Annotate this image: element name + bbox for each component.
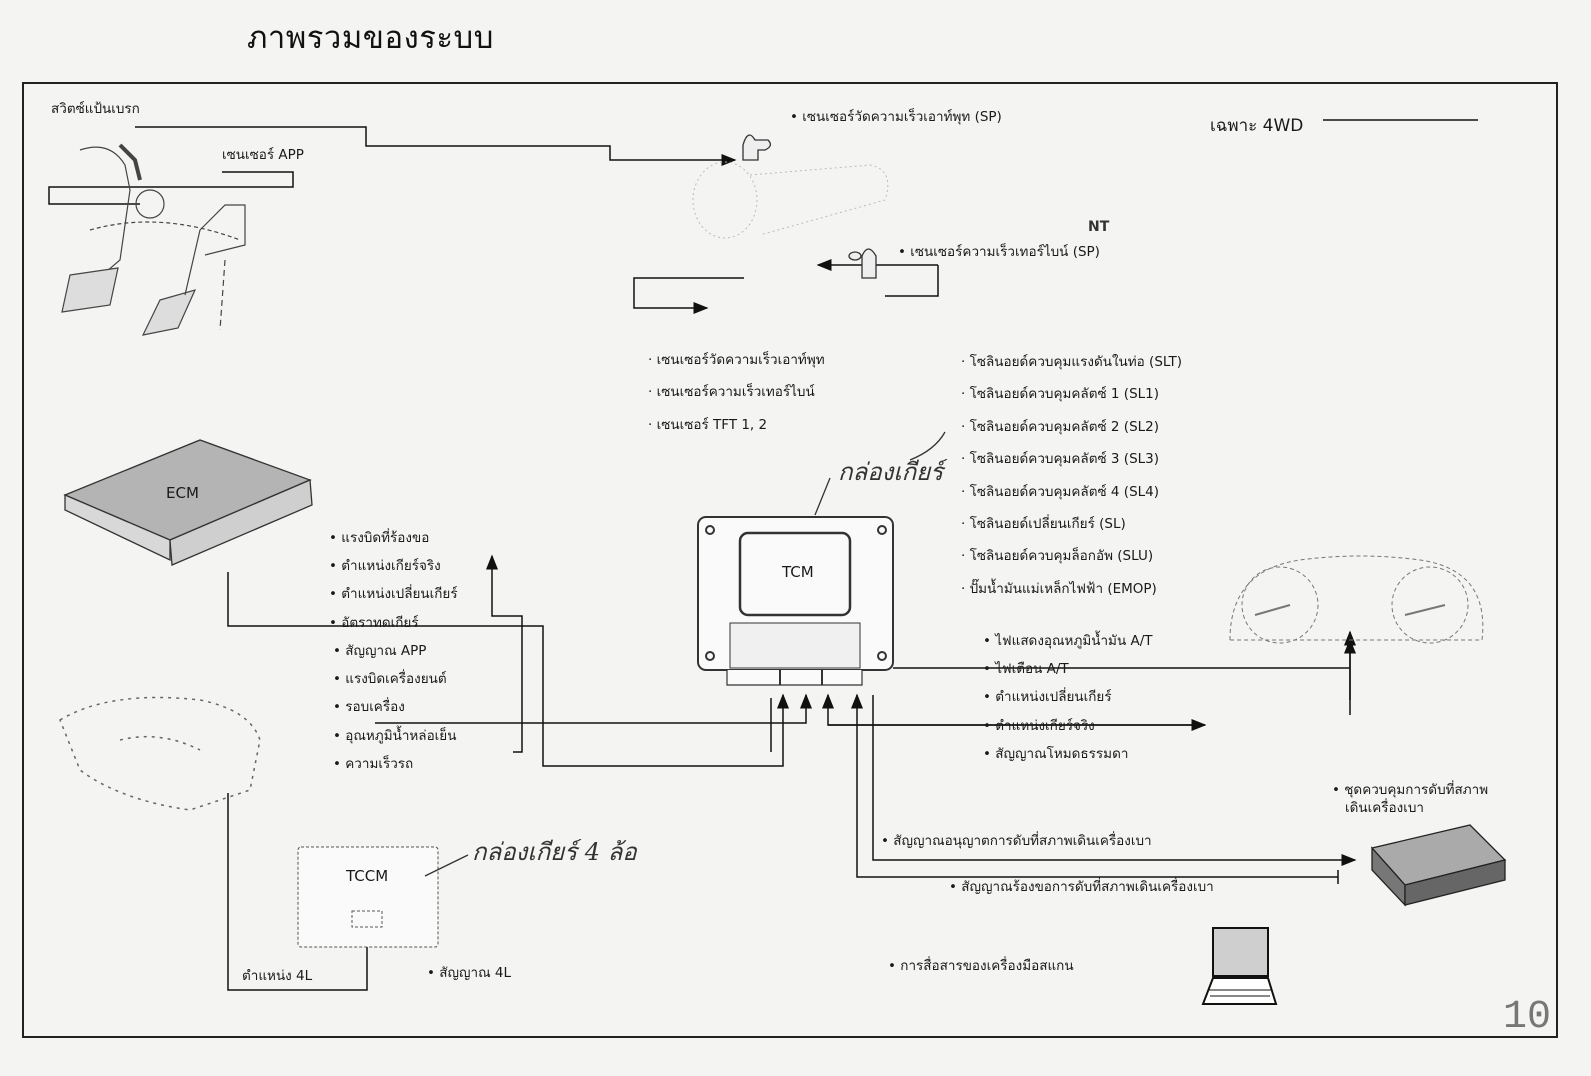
position-4l-label: ตำแหน่ง 4L	[242, 968, 313, 984]
ecm-label: ECM	[166, 484, 199, 502]
list-item: ความเร็วรถ	[333, 750, 456, 778]
signal-4l-label: สัญญาณ 4L	[427, 966, 511, 981]
nt-sensor-label: เซนเซอร์ความเร็วเทอร์ไบน์ (SP)	[898, 245, 1100, 260]
sp-sensor-label: เซนเซอร์วัดความเร็วเอาท์พุท (SP)	[790, 110, 1002, 125]
tcm-label: TCM	[782, 563, 814, 581]
list-item: โซลินอยด์ควบคุมล็อกอัพ (SLU)	[961, 540, 1182, 572]
list-item: แรงบิดเครื่องยนต์	[333, 665, 456, 693]
idle-permit-signal-label: สัญญาณอนุญาตการดับที่สภาพเดินเครื่องเบา	[881, 834, 1151, 849]
list-item: โซลินอยด์ควบคุมคลัตซ์ 1 (SL1)	[961, 378, 1182, 410]
list-item: อุณหภูมิน้ำหล่อเย็น	[333, 722, 456, 750]
tccm-handwritten-note: กล่องเกียร์ 4 ล้อ	[472, 838, 637, 866]
list-item: เซนเซอร์ความเร็วเทอร์ไบน์	[648, 376, 825, 408]
list-item: แรงบิดที่ร้องขอ	[329, 524, 458, 552]
transmission-sensor-list: เซนเซอร์วัดความเร็วเอาท์พุท เซนเซอร์ความ…	[648, 344, 825, 441]
diagram-frame	[22, 82, 1558, 1038]
list-item: ตำแหน่งเปลี่ยนเกียร์	[329, 580, 457, 608]
list-item: สัญญาณ APP	[333, 637, 456, 665]
nt-annotation: NT	[1088, 219, 1110, 235]
list-item: ตำแหน่งเกียร์จริง	[329, 552, 458, 580]
list-item: โซลินอยด์ควบคุมคลัตซ์ 4 (SL4)	[961, 476, 1182, 508]
scope-note-4wd: เฉพาะ 4WD	[1210, 116, 1304, 136]
list-item: รอบเครื่อง	[333, 693, 456, 721]
idle-stop-unit-label-1: ชุดควบคุมการดับที่สภาพ	[1332, 783, 1488, 798]
list-item: เซนเซอร์วัดความเร็วเอาท์พุท	[648, 344, 825, 376]
tcm-handwritten-note: กล่องเกียร์	[838, 458, 944, 486]
list-item: อัตราทดเกียร์	[329, 609, 458, 637]
app-sensor-label: เซนเซอร์ APP	[222, 147, 304, 163]
page-number: 10	[1502, 995, 1551, 1040]
idle-stop-unit-label-2: เดินเครื่องเบา	[1345, 800, 1424, 816]
tccm-label: TCCM	[346, 867, 389, 885]
list-item: ปั๊มน้ำมันแม่เหล็กไฟฟ้า (EMOP)	[961, 573, 1182, 605]
tcm-input-signal-list: สัญญาณ APP แรงบิดเครื่องยนต์ รอบเครื่อง …	[333, 637, 456, 778]
list-item: ตำแหน่งเปลี่ยนเกียร์	[983, 683, 1153, 711]
brake-switch-label: สวิตซ์แป้นเบรก	[51, 101, 140, 117]
list-item: ตำแหน่งเกียร์จริง	[983, 712, 1153, 740]
list-item: สัญญาณโหมดธรรมดา	[983, 740, 1153, 768]
list-item: ไฟเตือน A/T	[983, 655, 1153, 683]
list-item: โซลินอยด์ควบคุมคลัตซ์ 2 (SL2)	[961, 411, 1182, 443]
list-item: โซลินอยด์เปลี่ยนเกียร์ (SL)	[961, 508, 1182, 540]
list-item: เซนเซอร์ TFT 1, 2	[648, 409, 825, 441]
list-item: โซลินอยด์ควบคุมคลัตซ์ 3 (SL3)	[961, 443, 1182, 475]
meter-signal-list: ไฟแสดงอุณหภูมิน้ำมัน A/T ไฟเตือน A/T ตำแ…	[983, 627, 1153, 768]
idle-request-signal-label: สัญญาณร้องขอการดับที่สภาพเดินเครื่องเบา	[949, 880, 1213, 895]
page-title: ภาพรวมของระบบ	[247, 20, 494, 56]
list-item: ไฟแสดงอุณหภูมิน้ำมัน A/T	[983, 627, 1152, 655]
list-item: โซลินอยด์ควบคุมแรงดันในท่อ (SLT)	[961, 346, 1182, 378]
scan-tool-label: การสื่อสารของเครื่องมือสแกน	[888, 959, 1073, 974]
ecm-signal-list: แรงบิดที่ร้องขอ ตำแหน่งเกียร์จริง ตำแหน่…	[329, 524, 458, 637]
solenoid-list: โซลินอยด์ควบคุมแรงดันในท่อ (SLT) โซลินอย…	[961, 346, 1182, 605]
